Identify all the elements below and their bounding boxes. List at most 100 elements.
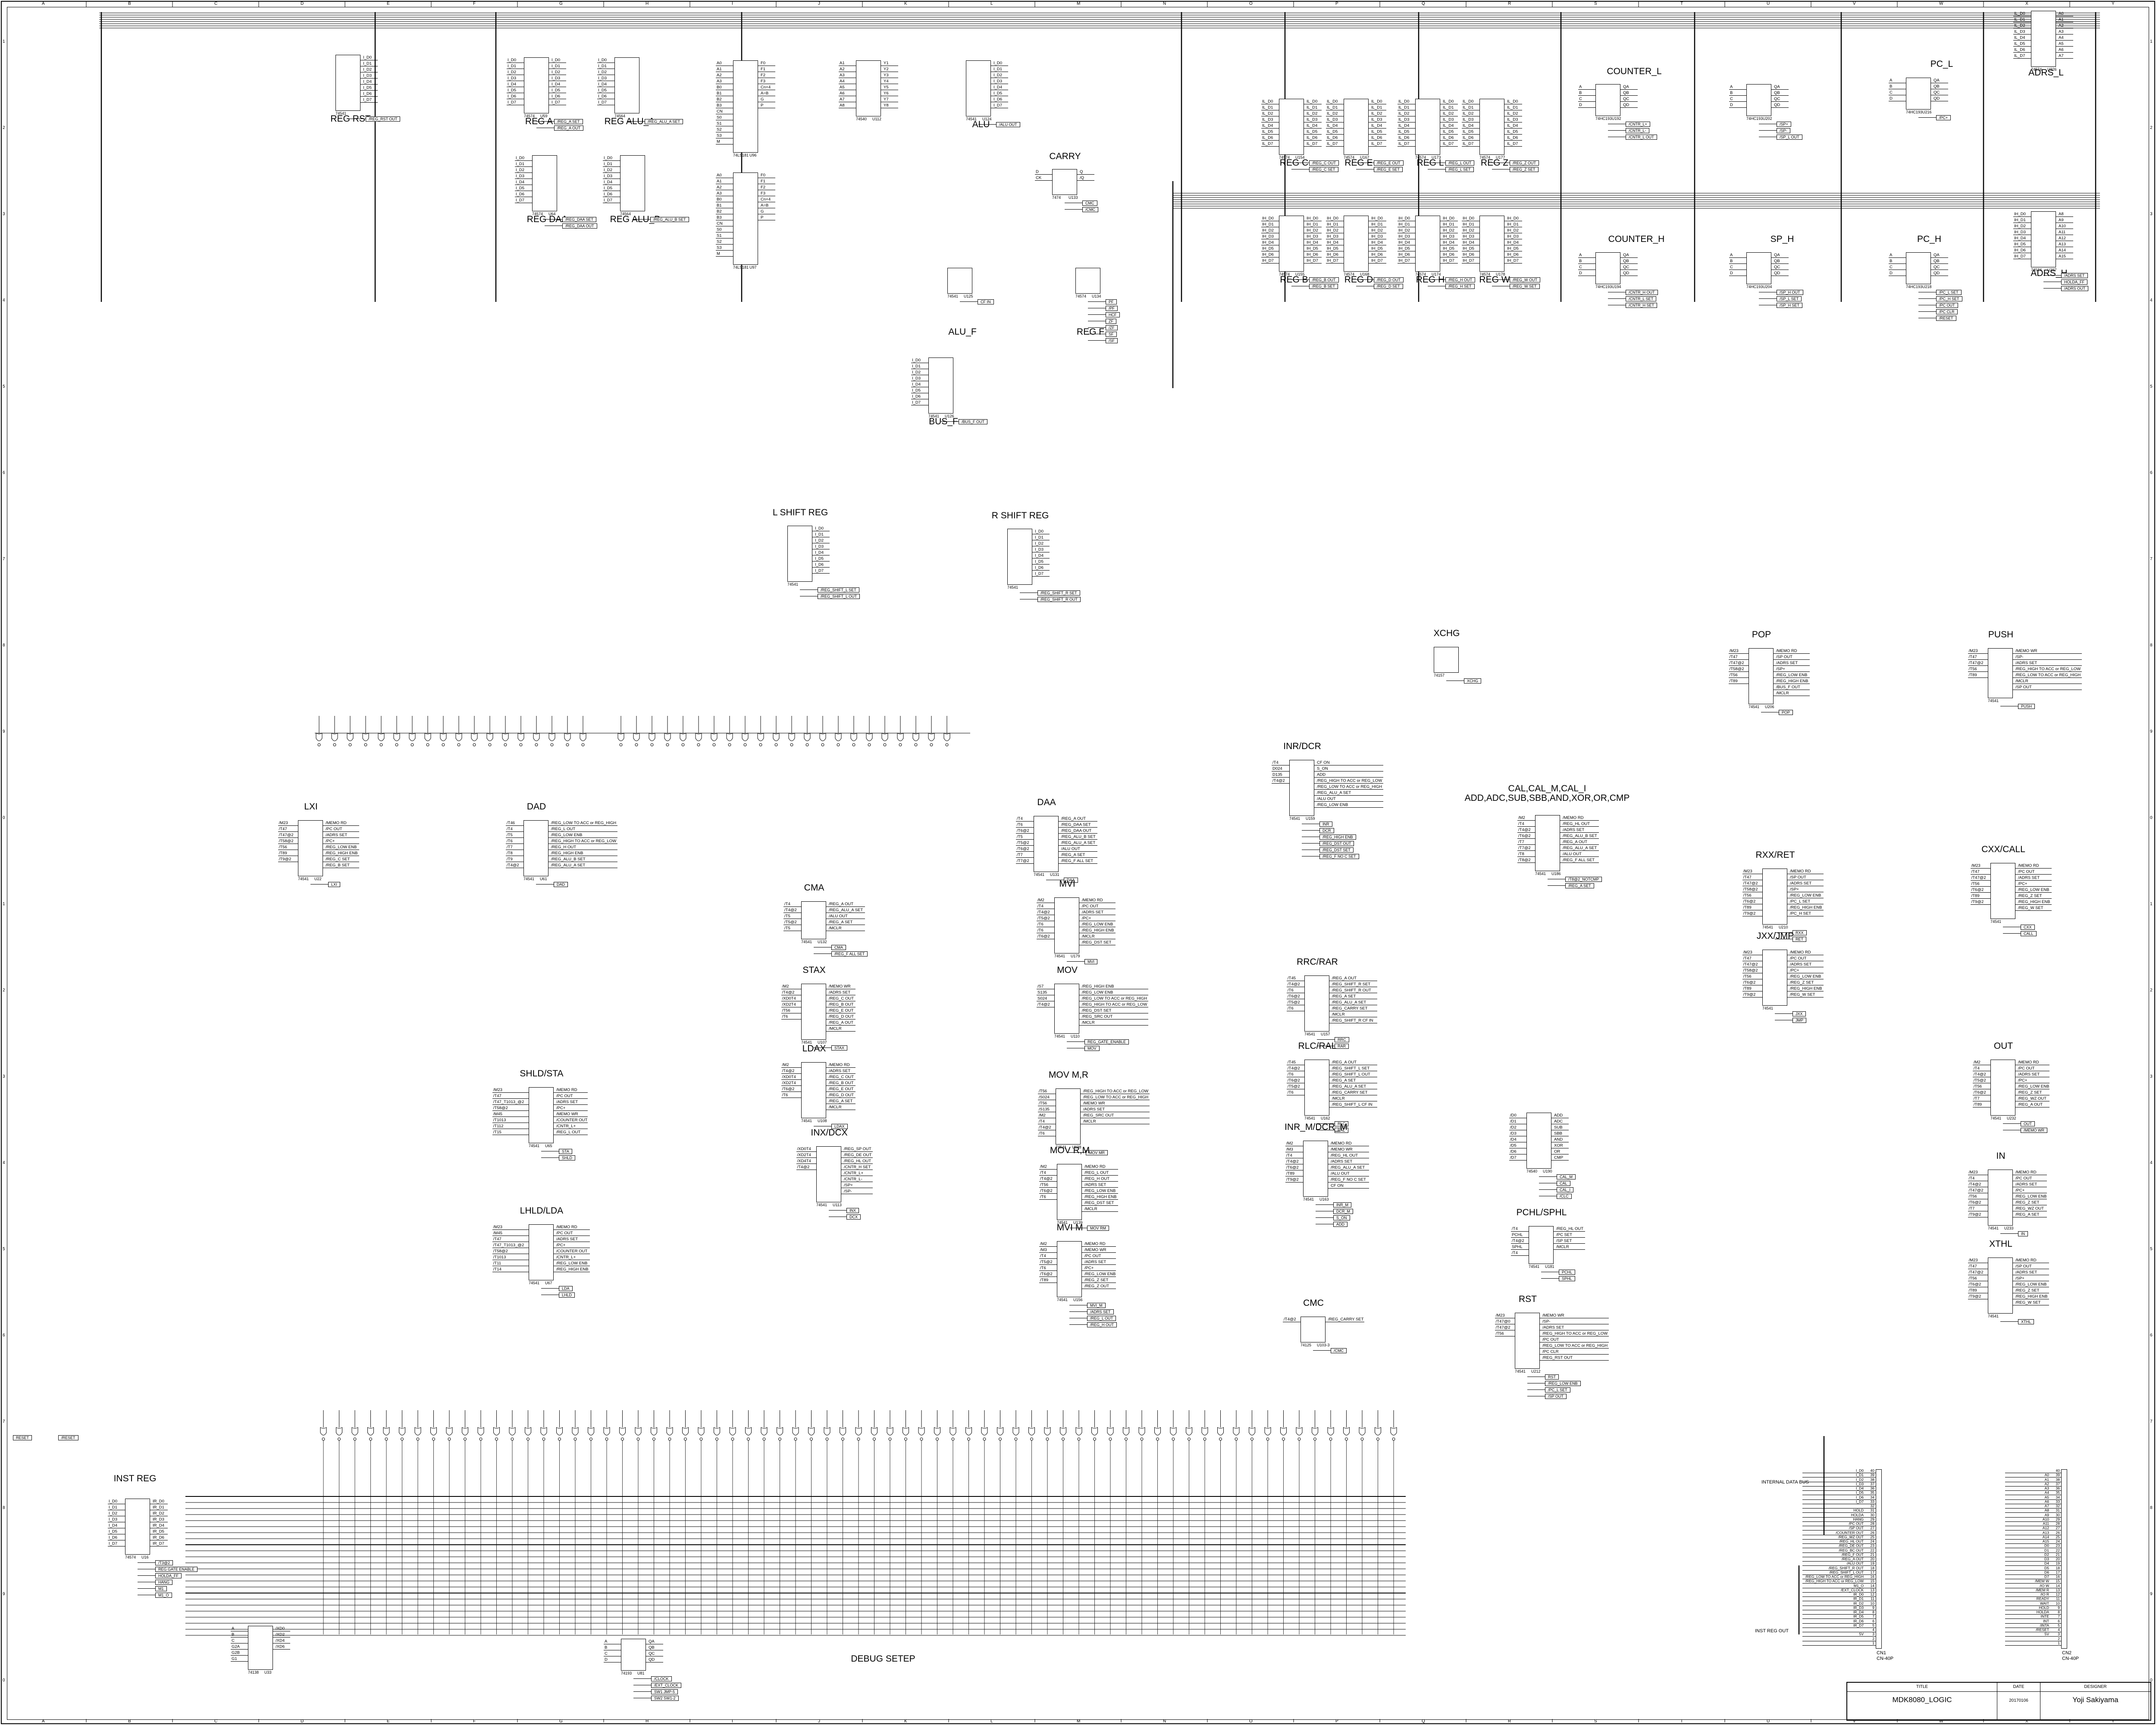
reference-designator: U212 (1531, 1369, 1541, 1374)
input-signal-label: /T1013 (493, 1118, 506, 1123)
input-signal-label: B0 (717, 197, 722, 202)
nor-gate-symbol (525, 1427, 531, 1436)
output-signal-label: IL_D0 (1307, 99, 1318, 104)
input-signal-label: A (1890, 78, 1893, 83)
input-signal-label: IH_D1 (2014, 218, 2026, 223)
input-pin-line (1016, 863, 1034, 864)
part-number: 74157 (1434, 673, 1445, 677)
connector-pin-number: 12 (2056, 1592, 2060, 1596)
block-title: R SHIFT REG (991, 511, 1049, 521)
input-signal-label: /T47 (1743, 956, 1752, 961)
input-signal-label: /T6 (782, 1014, 788, 1019)
block-title: L SHIFT REG (772, 508, 828, 518)
connector-pin-number: 27 (1870, 1526, 1874, 1531)
output-pin-line (1082, 1258, 1116, 1259)
reference-designator: U177 (1496, 155, 1505, 160)
control-signal-port: /REG_E SET (1374, 167, 1403, 172)
control-signal-port: SHLD (559, 1155, 576, 1160)
output-signal-label: /REG_Z OUT (1084, 1284, 1109, 1289)
frame-row-label: 3 (2150, 212, 2153, 216)
output-pin-line (2056, 52, 2073, 53)
output-signal-label: /REG_A OUT (1332, 976, 1357, 981)
connector-ref: CN1 (1877, 1650, 1887, 1656)
control-signal-port: /REG_RST OUT (366, 116, 401, 122)
input-signal-label: IL_D7 (1327, 141, 1338, 146)
control-signal-port: LHLD (559, 1292, 575, 1298)
input-signal-label: /T7@2 (1518, 846, 1531, 850)
nor-gate-symbol (871, 1427, 877, 1436)
output-pin-line (826, 1085, 856, 1086)
title-cell: TITLE MDK8080_LOGIC (1847, 1683, 1997, 1720)
nor-gate-symbol (1390, 1427, 1397, 1436)
output-signal-label: I_D3 (552, 76, 561, 81)
block-subtitle: ADD,ADC,SUB,SBB,AND,XOR,OR,CMP (1464, 793, 1630, 803)
ic-chip (1762, 869, 1787, 925)
input-signal-label: CK (1036, 176, 1042, 180)
frame-row-label: 6 (2150, 470, 2153, 475)
control-wire (1291, 279, 1309, 280)
frame-row-label: 3 (3, 1074, 5, 1079)
input-signal-label: /T47_T1013_@2 (493, 1100, 524, 1104)
connector-pin-number: 24 (2056, 1539, 2060, 1543)
input-signal-label: /T46 (507, 821, 515, 825)
input-signal-label: IH_D6 (1463, 252, 1474, 257)
ic-chip (1054, 897, 1079, 953)
output-signal-label: IH_D4 (1307, 240, 1318, 245)
input-signal-label: S2 (717, 239, 722, 244)
output-pin-line (360, 84, 378, 85)
output-signal-label: /REG_DST SET (1084, 1201, 1114, 1205)
output-signal-label: /REG_B SET (326, 863, 350, 868)
output-signal-label: /CNTR_L+ (844, 1171, 864, 1176)
input-signal-label: IL_D1 (1327, 105, 1338, 110)
nor-gate-symbol (414, 1427, 421, 1436)
output-signal-label: /REG_A SET (1332, 1078, 1356, 1083)
input-signal-label: /T4 (1512, 1251, 1518, 1255)
input-signal-label: I_D7 (598, 100, 607, 105)
input-signal-label: IL_D0 (1327, 99, 1338, 104)
control-signal-port: /T3@2 (155, 1560, 173, 1565)
output-signal-label: /ADRS SET (2018, 1072, 2040, 1077)
block-title: PC_L (1930, 59, 1953, 69)
frame-column-label: L (990, 1719, 993, 1724)
connector-pin-number: 35 (1870, 1490, 1874, 1495)
output-pin-line (1369, 140, 1386, 141)
control-signal-port: MOV (1084, 1046, 1100, 1051)
input-signal-label: IL_D0 (1398, 99, 1410, 104)
output-signal-label: /MEMO RD (1563, 815, 1584, 820)
connector-pin-line (1802, 1530, 1876, 1531)
input-signal-label: /T6@2 (1286, 1165, 1299, 1170)
output-signal-label: /REG_H OUT (551, 845, 577, 850)
control-signal-port: /REG_SHIFT_L SET (818, 587, 859, 593)
input-signal-label: A1 (717, 67, 722, 72)
control-signal-port: /SP OUT (1545, 1394, 1567, 1399)
control-wire (1317, 1039, 1335, 1040)
output-signal-label: /REG_E OUT (829, 1008, 854, 1013)
connector-pin-line (2005, 1565, 2061, 1566)
reference-designator: U167 (1360, 155, 1369, 160)
connector-pin-number: 18 (2056, 1565, 2060, 1570)
input-pin-line (1578, 89, 1595, 90)
output-signal-label: I_D4 (1035, 553, 1044, 558)
connector-pin-signal: /REG_WZ OUT (1838, 1534, 1864, 1539)
input-pin-line (1261, 128, 1279, 129)
input-signal-label: IL_D4 (1262, 123, 1273, 128)
input-signal-label: B (605, 1645, 608, 1650)
input-signal-label: /T5@2 (1017, 841, 1029, 845)
control-signal-port: HOLDA_FF (155, 1573, 182, 1578)
control-signal-port: CMC (1082, 201, 1097, 206)
bus-label: INTERNAL DATA BUS (1761, 1480, 1809, 1485)
input-signal-label: /D0 (1510, 1113, 1517, 1118)
output-signal-label: F3 (761, 79, 766, 84)
input-pin-line (1968, 665, 1988, 666)
frame-column-label: V (1853, 1719, 1856, 1724)
control-signal-port: MVI_M (1087, 1303, 1106, 1308)
input-signal-label: /S135 (1039, 1107, 1050, 1112)
output-pin-line (2013, 653, 2082, 654)
input-signal-label: /T4@2 (1040, 1176, 1053, 1181)
input-signal-label: I_D6 (109, 1535, 118, 1540)
nor-gate-symbol (1201, 1427, 1208, 1436)
output-signal-label: /MCLR (1083, 1119, 1096, 1124)
block-title: STAX (802, 965, 826, 975)
input-signal-label: /T4 (1039, 1119, 1045, 1124)
connector-pin-signal: 5V (1859, 1632, 1864, 1637)
